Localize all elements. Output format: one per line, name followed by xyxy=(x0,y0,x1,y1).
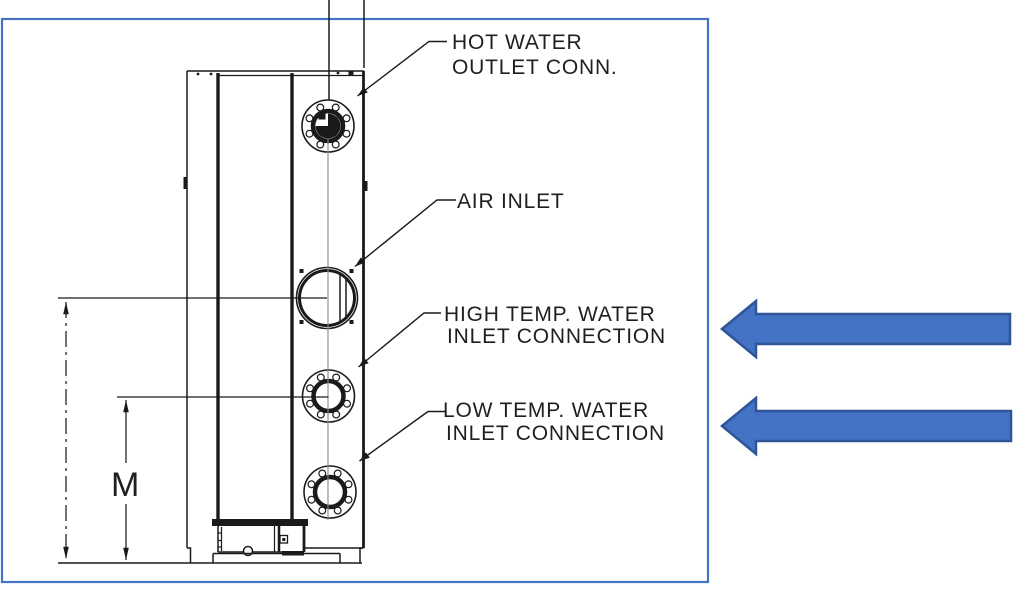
callout-label-line1: AIR INLET xyxy=(457,190,565,213)
leader-line xyxy=(358,312,441,368)
callout-label-line2: INLET CONNECTION xyxy=(446,422,665,445)
hot-water-outlet-flange xyxy=(302,100,354,152)
leader-line xyxy=(357,40,447,97)
callout-label-line1: HOT WATER xyxy=(452,31,582,54)
burner-compartment xyxy=(212,519,308,557)
callout-hot-water-outlet: HOT WATER OUTLET CONN. xyxy=(357,31,618,97)
left-arrow-icon xyxy=(720,298,1012,360)
left-panel-latch xyxy=(183,177,187,189)
callout-label-line1: HIGH TEMP. WATER xyxy=(444,303,656,326)
callout-label-line2: INLET CONNECTION xyxy=(447,325,666,348)
flow-arrow-high-temp xyxy=(720,298,1012,360)
exhaust-stack-lines xyxy=(328,0,365,113)
low-temp-inlet-flange xyxy=(304,466,356,518)
left-arrow-icon xyxy=(720,395,1013,457)
right-panel-latch xyxy=(363,181,368,191)
leader-line xyxy=(359,410,445,462)
base-frame xyxy=(187,547,364,563)
callout-label-line2: OUTLET CONN. xyxy=(452,56,618,79)
leader-line xyxy=(354,199,456,268)
callout-low-temp-inlet: LOW TEMP. WATER INLET CONNECTION xyxy=(359,399,665,462)
flow-arrow-low-temp xyxy=(720,395,1013,457)
boiler-body xyxy=(183,70,368,548)
callout-high-temp-inlet: HIGH TEMP. WATER INLET CONNECTION xyxy=(358,303,666,368)
dimension-label-m: M xyxy=(111,466,139,504)
callout-air-inlet: AIR INLET xyxy=(354,190,565,268)
callout-label-line1: LOW TEMP. WATER xyxy=(443,399,649,422)
diagram-frame xyxy=(0,17,710,584)
